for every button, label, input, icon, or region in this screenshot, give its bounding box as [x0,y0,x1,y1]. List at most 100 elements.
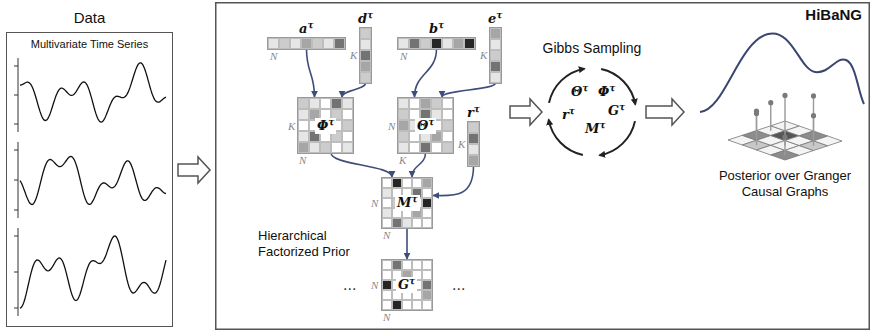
ellipsis-label: ... [343,277,356,293]
connector-arrow [433,166,474,196]
time-series-line [20,157,166,205]
axis-tick [14,308,18,309]
hollow-arrow [178,157,210,183]
matrix-cell [402,260,412,270]
matrix-cell [409,38,420,49]
posterior-pin-head [811,113,816,118]
posterior-pin [813,116,814,146]
matrix-cell [382,270,392,280]
matrix-cell [360,50,371,61]
matrix-cell [398,142,409,153]
matrix-cell [309,98,320,109]
dimension-label: K [458,139,465,150]
matrix-node: Θτ [398,98,453,153]
matrix-cell [420,142,431,153]
axis-tick [14,124,18,125]
axis-tick [14,95,18,96]
matrix-cell [409,98,420,109]
matrix-cell [490,39,501,50]
variable-label: Φτ [598,85,615,98]
matrix-cell [398,120,409,131]
posterior-pin-head [782,93,787,98]
dimension-label: K [350,50,357,61]
matrix-cell [342,142,353,153]
matrix-node: Φτ [298,98,353,153]
graph-grid-cell [814,136,843,146]
matrix-cell [309,142,320,153]
posterior-pin [770,103,771,131]
connector-arrow [406,228,408,259]
variable-label: Gτ [608,104,625,117]
matrix-cell [422,188,432,198]
matrix-cell [382,218,392,228]
dimension-label: K [480,50,487,61]
matrix-cell [412,260,422,270]
matrix-cell [360,61,371,72]
matrix-cell [442,120,453,131]
dimension-label: N [388,121,395,132]
posterior-pin-head [754,111,759,116]
hollow-arrow [646,99,684,125]
matrix-cell [442,38,453,49]
matrix-cell [323,38,334,49]
matrix-cell [431,98,442,109]
matrix-cell [422,290,432,300]
matrix-cell [464,38,475,49]
cycle-arrow [549,120,583,155]
posterior-pin [756,111,757,145]
matrix-cell [398,98,409,109]
variable-label: Θτ [571,85,588,98]
matrix-cell [279,38,290,49]
vector-symbol: aτ [299,22,314,35]
matrix-cell [290,38,301,49]
matrix-cell [382,188,392,198]
matrix-symbol: Φτ [315,118,336,134]
matrix-cell [402,300,412,310]
matrix-cell [392,218,402,228]
posterior-pin [756,113,757,135]
matrix-cell [453,38,464,49]
connector-arrow [412,153,426,177]
cycle-arrow [549,69,584,103]
hollow-arrow [510,99,542,125]
matrix-cell [360,28,371,39]
matrix-cell [431,38,442,49]
matrix-cell [442,142,453,153]
matrix-symbol: Mτ [395,195,420,211]
step-label: Gibbs Sampling [522,40,662,57]
vector-node: rτ [468,122,479,166]
frame-title: HiBaNG [805,6,862,24]
matrix-cell [422,260,432,270]
caption-label: Posterior over Granger Causal Graphs [700,168,870,200]
matrix-cell [490,72,501,83]
matrix-cell [468,155,479,166]
axis-tick [14,210,18,211]
matrix-cell [298,109,309,120]
connector-arrow [415,49,437,97]
vector-node: bτ [398,38,475,49]
dimension-label: N [270,51,277,62]
matrix-cell [412,218,422,228]
matrix-cell [382,178,392,188]
matrix-cell [468,144,479,155]
matrix-cell [392,300,402,310]
matrix-cell [490,50,501,61]
dimension-label: K [399,155,406,166]
ellipsis-label: ... [452,277,465,293]
posterior-illustration [700,33,864,160]
matrix-cell [398,38,409,49]
matrix-cell [398,131,409,142]
matrix-cell [320,142,331,153]
dimension-label: K [288,121,295,132]
matrix-cell [298,120,309,131]
matrix-cell [422,198,432,208]
matrix-cell [342,98,353,109]
posterior-pin-head [811,93,816,98]
matrix-cell [342,131,353,142]
matrix-cell [420,38,431,49]
posterior-pin [784,137,785,155]
vector-symbol: rτ [467,106,480,119]
matrix-cell [412,300,422,310]
matrix-cell [382,280,392,290]
